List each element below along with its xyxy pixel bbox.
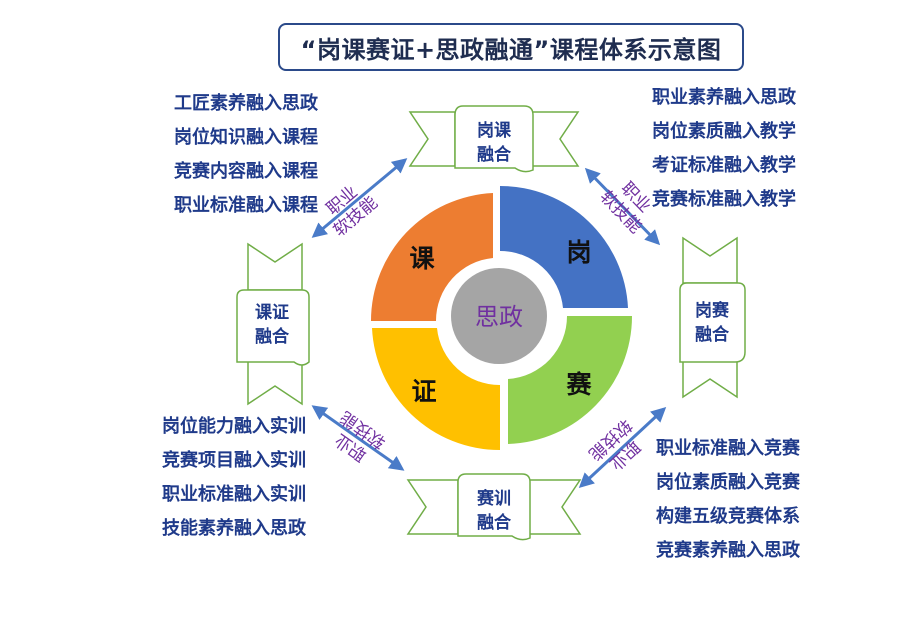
banner-bottom-line2: 融合	[477, 512, 512, 533]
banner-bottom-right-tail	[527, 479, 582, 535]
list-item: 职业标准融入课程	[174, 195, 318, 216]
arrow-bottom-right	[578, 406, 667, 489]
sector-top-left	[370, 193, 493, 321]
list-item: 考证标准融入教学	[652, 155, 796, 176]
list-top-right: 职业素养融入思政 岗位素质融入教学 考证标准融入教学 竞赛标准融入教学	[652, 81, 842, 217]
list-item: 岗位素质融入教学	[652, 121, 796, 142]
list-item: 竞赛素养融入思政	[656, 540, 800, 561]
quadrant-label-gang: 岗	[566, 238, 591, 267]
banner-top-left-tail	[408, 111, 456, 167]
list-top-left: 工匠素养融入思政 岗位知识融入课程 竞赛内容融入课程 职业标准融入课程	[138, 87, 318, 223]
arrow-bottom-left	[311, 405, 405, 471]
arrow-label-top-right: 职业 软技能	[596, 178, 655, 237]
list-item: 岗位知识融入课程	[174, 127, 318, 148]
quadrant-label-ke: 课	[409, 244, 435, 273]
list-item: 职业素养融入思政	[652, 87, 796, 108]
list-bottom-left: 岗位能力融入实训 竞赛项目融入实训 职业标准融入实训 技能素养融入思政	[126, 410, 306, 546]
banner-left-bottom-tail	[247, 359, 303, 406]
banner-bottom-body	[457, 473, 531, 541]
banner-right-top-tail	[682, 236, 738, 284]
sector-bottom-left	[372, 328, 500, 451]
list-item: 竞赛标准融入教学	[652, 189, 796, 210]
sector-top-right	[500, 185, 628, 308]
banner-right-line2: 融合	[695, 324, 730, 345]
arrow-top-right	[584, 167, 661, 246]
banner-top-right-tail	[531, 111, 580, 167]
list-item: 职业标准融入实训	[162, 484, 306, 505]
list-item: 构建五级竞赛体系	[656, 506, 800, 527]
list-bottom-right: 职业标准融入竞赛 岗位素质融入竞赛 构建五级竞赛体系 竞赛素养融入思政	[656, 432, 846, 568]
list-item: 岗位素质融入竞赛	[656, 472, 800, 493]
list-item: 技能素养融入思政	[162, 518, 306, 539]
banner-bottom-line1: 赛训	[476, 488, 511, 509]
quadrant-label-zheng: 证	[411, 377, 436, 406]
center-label: 思政	[475, 303, 523, 331]
banner-top-line1: 岗课	[477, 120, 512, 141]
banner-left-top-tail	[247, 242, 303, 291]
center-circle	[451, 268, 547, 364]
banner-right-body	[679, 282, 746, 363]
list-item: 岗位能力融入实训	[162, 416, 306, 437]
banner-left: 课证 融合	[236, 242, 310, 406]
banner-bottom: 赛训 融合	[406, 473, 582, 541]
page-title: “岗课赛证+思政融通”课程体系示意图	[278, 23, 744, 71]
arrow-label-bottom-right: 职业 软技能	[584, 415, 643, 474]
banner-right: 岗赛 融合	[679, 236, 746, 399]
banner-top: 岗课 融合	[408, 105, 580, 173]
banner-left-line2: 融合	[255, 326, 290, 347]
banner-left-line1: 课证	[255, 303, 289, 323]
arrow-label-bottom-left: 职业 软技能	[331, 407, 389, 465]
banner-bottom-left-tail	[406, 479, 459, 535]
sector-bottom-right	[508, 316, 632, 444]
banner-top-body	[454, 105, 534, 173]
list-item: 竞赛项目融入实训	[162, 450, 306, 471]
banner-right-line1: 岗赛	[695, 300, 730, 321]
banner-top-line2: 融合	[477, 144, 512, 165]
arrow-top-left	[311, 158, 408, 238]
quadrant-label-sai: 赛	[565, 370, 592, 399]
list-item: 职业标准融入竞赛	[656, 438, 800, 459]
list-item: 竞赛内容融入课程	[174, 161, 318, 182]
banner-left-body	[236, 289, 310, 366]
list-item: 工匠素养融入思政	[174, 93, 318, 114]
